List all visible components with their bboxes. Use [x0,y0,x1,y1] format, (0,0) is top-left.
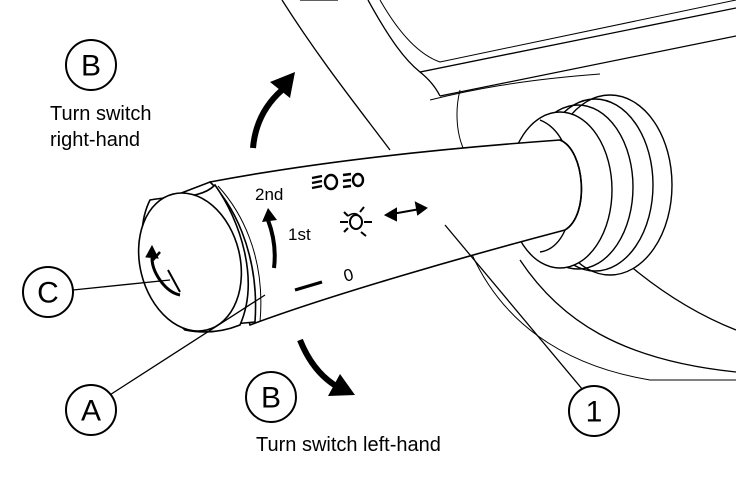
label-1st: 1st [288,225,311,244]
stalk-end-cap [137,183,249,333]
svg-text:1: 1 [586,396,603,429]
high-beam-icon [311,172,365,191]
turn-right-arrow [250,72,295,149]
double-arrow-icon [383,201,428,222]
label-2nd: 2nd [255,185,283,204]
callout-b-bottom: B [245,371,297,423]
stalk-body [208,139,583,327]
position-marker-zero [294,280,323,292]
caption-turn-switch-left: Turn switch left-hand [256,434,441,456]
leader-lines [72,224,594,403]
turn-left-arrow [297,338,355,396]
parking-light-icon [340,206,372,237]
caption-turn-switch-right-line2: right-hand [50,129,140,151]
svg-text:B: B [81,50,101,83]
callout-b-top: B [65,39,117,91]
svg-text:C: C [37,277,59,310]
callout-a: A [65,384,117,436]
caption-turn-switch-right-line1: Turn switch [50,103,152,125]
svg-text:A: A [81,395,101,428]
callout-c: C [22,266,74,318]
position-arrow [262,208,277,269]
svg-text:B: B [261,382,281,415]
callout-1: 1 [568,385,620,437]
